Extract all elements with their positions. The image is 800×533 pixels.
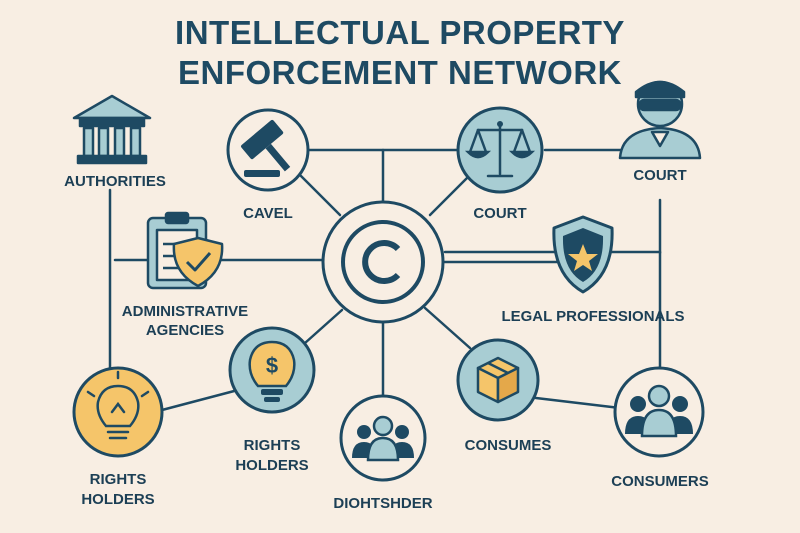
node-label-rights-holders-mid-line2: HOLDERS: [235, 457, 309, 474]
copyright-icon: [321, 200, 445, 324]
dollar-sign-icon: $: [266, 353, 278, 378]
package-box-icon: [456, 338, 540, 422]
node-label-consumers: CONSUMERS: [611, 473, 709, 490]
people-group-icon: [339, 394, 427, 482]
government-building-icon: [72, 94, 152, 165]
masked-officer-icon: [618, 80, 702, 160]
connector-lines: [108, 148, 662, 412]
people-group-icon: [613, 366, 705, 458]
node-label-group-bottom: DIOHTSHDER: [333, 495, 433, 512]
node-label-admin-agencies-line2: AGENCIES: [145, 322, 225, 339]
node-label-rights-holders-left-line1: RIGHTS: [89, 471, 147, 488]
node-label-authorities: AUTHORITIES: [64, 173, 166, 190]
police-badge-shield-icon: [552, 215, 614, 294]
diagram-title-line2: ENFORCEMENT NETWORK: [178, 54, 622, 91]
node-label-court-officer: COURT: [633, 167, 687, 184]
lightbulb-icon: [72, 366, 164, 458]
node-label-rights-holders-left-line2: HOLDERS: [81, 491, 155, 508]
node-label-rights-holders-mid-line1: RIGHTS: [243, 437, 301, 454]
scales-of-justice-icon: [456, 106, 544, 194]
clipboard-shield-icon: [146, 211, 224, 290]
node-label-admin-agencies-line1: ADMINISTRATIVE: [121, 303, 249, 320]
node-label-gavel: CAVEL: [243, 205, 293, 222]
node-label-legal-professionals: LEGAL PROFESSIONALS: [501, 308, 685, 325]
node-label-consumes: CONSUMES: [464, 437, 552, 454]
dollar-lightbulb-icon: $: [228, 326, 316, 414]
diagram-title-line1: INTELLECTUAL PROPERTY: [175, 14, 625, 51]
gavel-icon: [226, 108, 310, 192]
node-label-court-scales: COURT: [473, 205, 527, 222]
